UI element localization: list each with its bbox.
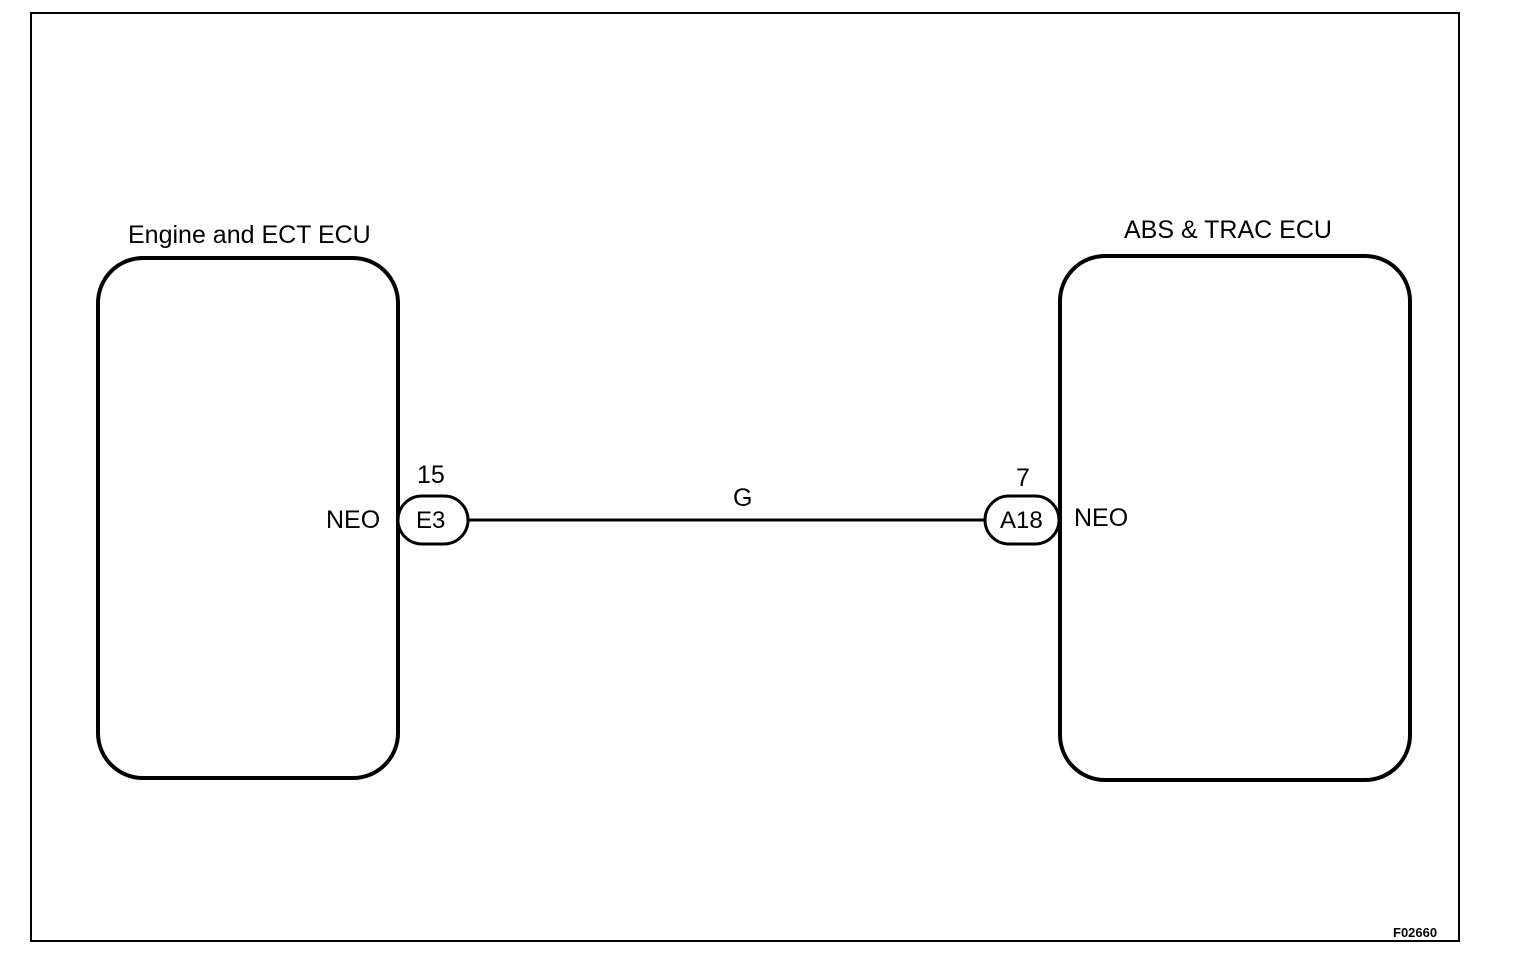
figure-id: F02660 bbox=[1393, 925, 1438, 940]
left-pin-number: 15 bbox=[417, 461, 445, 489]
left-connector-shape bbox=[396, 494, 470, 546]
diagram-frame bbox=[30, 12, 1460, 942]
right-terminal-label: NEO bbox=[1074, 504, 1129, 532]
left-terminal-label: NEO bbox=[326, 506, 381, 534]
left-connector-id: E3 bbox=[416, 507, 446, 534]
wire-color-label: G bbox=[733, 484, 753, 512]
right-connector-shape bbox=[983, 494, 1061, 546]
left-ecu-title: Engine and ECT ECU bbox=[128, 221, 371, 249]
right-pin-number: 7 bbox=[1016, 464, 1030, 492]
right-connector-id: A18 bbox=[1000, 507, 1043, 534]
right-ecu-title: ABS & TRAC ECU bbox=[1124, 216, 1332, 244]
